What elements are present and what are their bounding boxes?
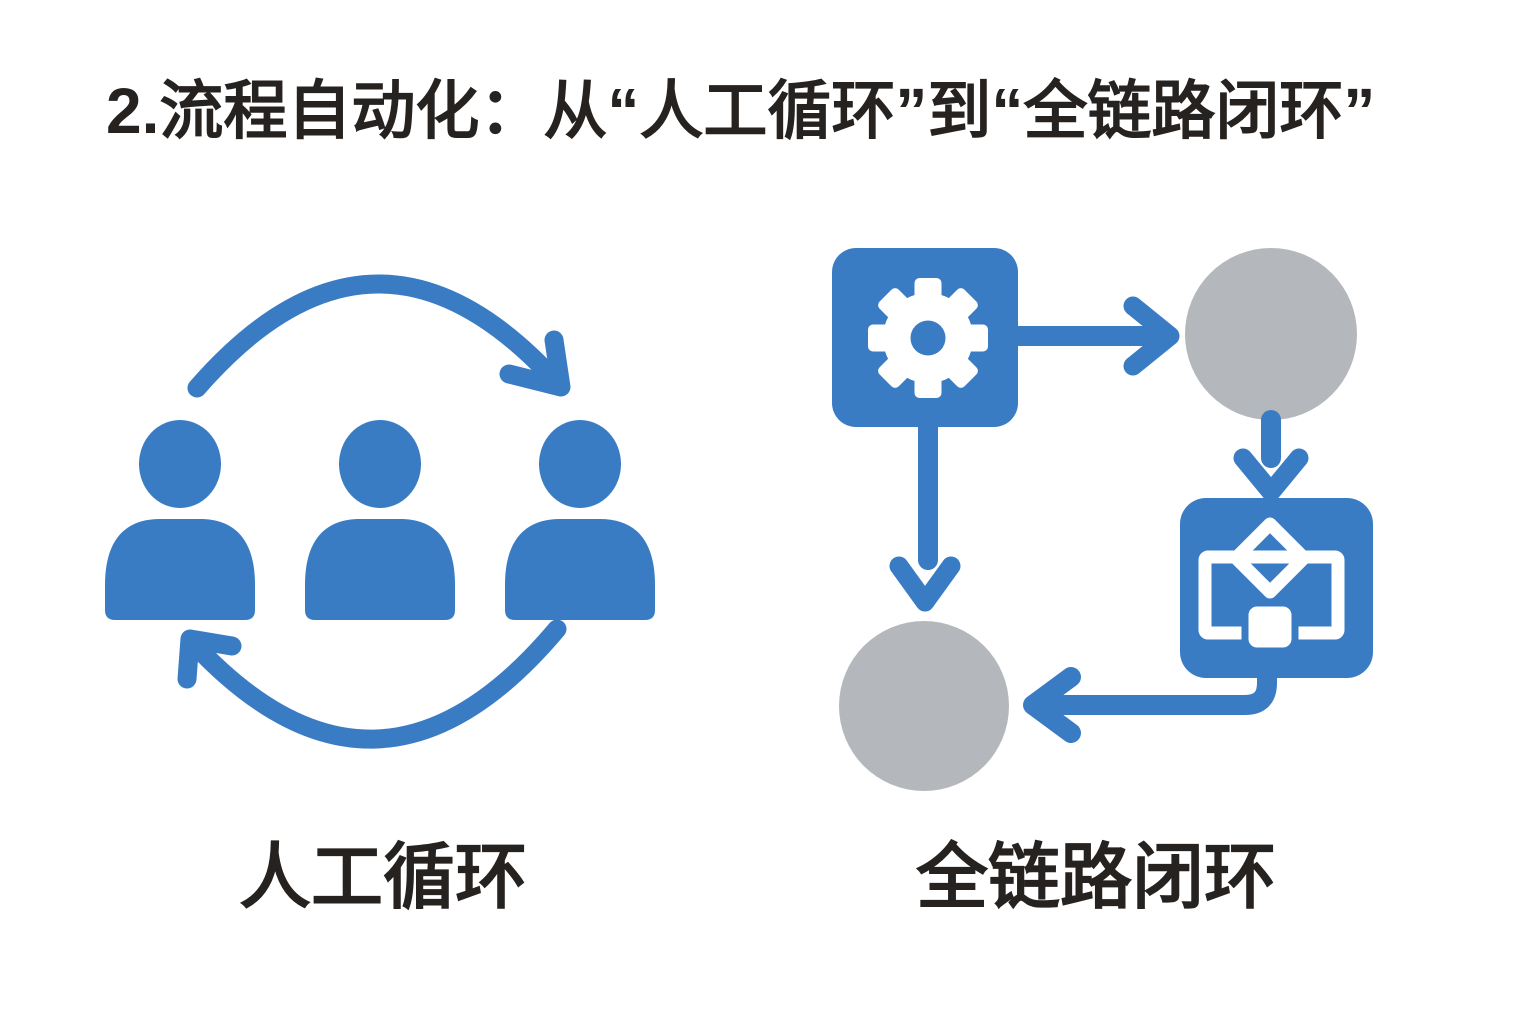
cycle-arrow-top-icon (187, 274, 571, 398)
flow-arrow-down-left-icon (889, 417, 961, 612)
flow-arrow-left-icon (1023, 664, 1277, 743)
workflow-node (1180, 498, 1373, 678)
human-loop-diagram (105, 274, 655, 749)
closed-loop-diagram (832, 248, 1373, 791)
person-icon (305, 420, 455, 620)
closed-loop-label: 全链路闭环 (915, 838, 1277, 918)
flow-arrow-right-icon (1008, 296, 1180, 376)
process-node-circle-top (1185, 248, 1357, 420)
process-node-circle-bottom (839, 621, 1009, 791)
person-icon (505, 420, 655, 620)
gear-icon (868, 278, 988, 398)
flow-arrow-down-right-icon (1233, 410, 1309, 502)
cycle-arrow-bottom-icon (177, 619, 567, 749)
page-title: 2.流程自动化：从“人工循环”到“全链路闭环” (106, 75, 1376, 147)
human-loop-label: 人工循环 (238, 838, 528, 918)
person-icon (105, 420, 255, 620)
workflow-icon (1198, 517, 1345, 655)
gear-node (832, 248, 1018, 427)
